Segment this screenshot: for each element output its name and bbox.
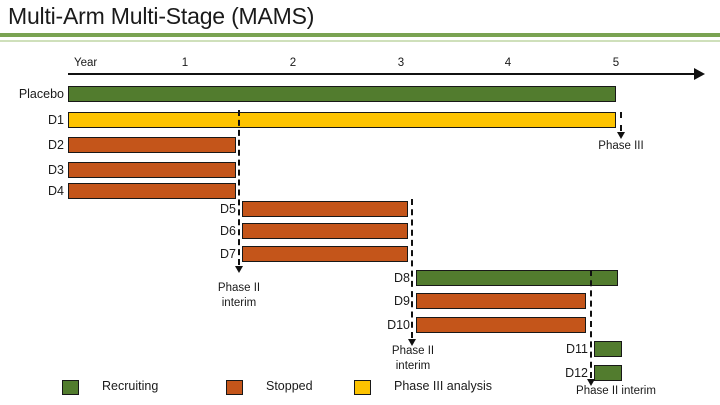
arm-bar-d1[interactable] (68, 112, 616, 128)
arm-label-placebo: Placebo (18, 87, 64, 101)
title-rule-thin (0, 40, 720, 42)
legend-label-recruiting: Recruiting (102, 379, 159, 393)
axis-tick-4: 4 (504, 57, 512, 69)
arm-label-d6: D6 (220, 224, 236, 238)
arm-bar-d9[interactable] (416, 293, 586, 309)
gate-stage3-line (590, 270, 592, 378)
arm-bar-d8[interactable] (416, 270, 618, 286)
page-title: Multi-Arm Multi-Stage (MAMS) (8, 3, 315, 29)
arm-label-d10: D10 (387, 318, 410, 332)
axis-tick-3: 3 (397, 57, 405, 69)
gate-stage1-caption-line: interim (221, 297, 257, 309)
arm-bar-placebo[interactable] (68, 86, 616, 102)
gate-stage3-caption-line: Phase II interim (576, 385, 656, 397)
arm-bar-d4[interactable] (68, 183, 236, 199)
timeline-axis (68, 73, 696, 75)
arm-label-d4: D4 (48, 184, 64, 198)
arm-bar-d5[interactable] (242, 201, 408, 217)
arm-label-d2: D2 (48, 138, 64, 152)
arm-bar-d12[interactable] (594, 365, 622, 381)
axis-caption: Year (74, 57, 98, 69)
gate-stage1-line (238, 110, 240, 265)
right-arrow-icon (694, 68, 705, 80)
arm-label-d8: D8 (394, 271, 410, 285)
legend-swatch-phase3 (354, 380, 371, 395)
gate-stage1-caption: Phase II interim (218, 281, 260, 311)
legend-label-phase3: Phase III analysis (394, 379, 492, 393)
arm-bar-d6[interactable] (242, 223, 408, 239)
gate-phase3-line (620, 112, 622, 131)
arm-label-d11: D11 (565, 342, 588, 356)
gate-stage2-caption-line: Phase II (391, 345, 435, 357)
gate-phase3-caption-line: Phase III (598, 140, 644, 152)
arm-label-d12: D12 (565, 366, 588, 380)
axis-tick-5: 5 (612, 57, 620, 69)
legend-swatch-stopped (226, 380, 243, 395)
gate-stage2-line (411, 199, 413, 338)
arm-bar-d10[interactable] (416, 317, 586, 333)
gate-phase3-caption: Phase III (598, 139, 643, 154)
arm-label-d7: D7 (220, 247, 236, 261)
gate-stage2-caption-line: interim (395, 360, 431, 372)
gate-phase3-down-arrow-icon (617, 132, 625, 139)
arm-label-d9: D9 (394, 294, 410, 308)
arm-label-d3: D3 (48, 163, 64, 177)
axis-tick-2: 2 (289, 57, 297, 69)
arm-bar-d2[interactable] (68, 137, 236, 153)
gate-stage3-caption: Phase II interim (576, 384, 656, 399)
gate-stage3-down-arrow-icon (587, 379, 595, 386)
arm-bar-d7[interactable] (242, 246, 408, 262)
legend-swatch-recruiting (62, 380, 79, 395)
arm-label-d5: D5 (220, 202, 236, 216)
legend-label-stopped: Stopped (266, 379, 313, 393)
gate-stage1-caption-line: Phase II (217, 282, 261, 294)
gate-stage2-down-arrow-icon (408, 339, 416, 346)
title-rule-thick (0, 33, 720, 37)
arm-bar-d11[interactable] (594, 341, 622, 357)
axis-tick-1: 1 (181, 57, 189, 69)
arm-label-d1: D1 (48, 113, 64, 127)
gate-stage1-down-arrow-icon (235, 266, 243, 273)
gate-stage2-caption: Phase II interim (392, 344, 434, 374)
arm-bar-d3[interactable] (68, 162, 236, 178)
